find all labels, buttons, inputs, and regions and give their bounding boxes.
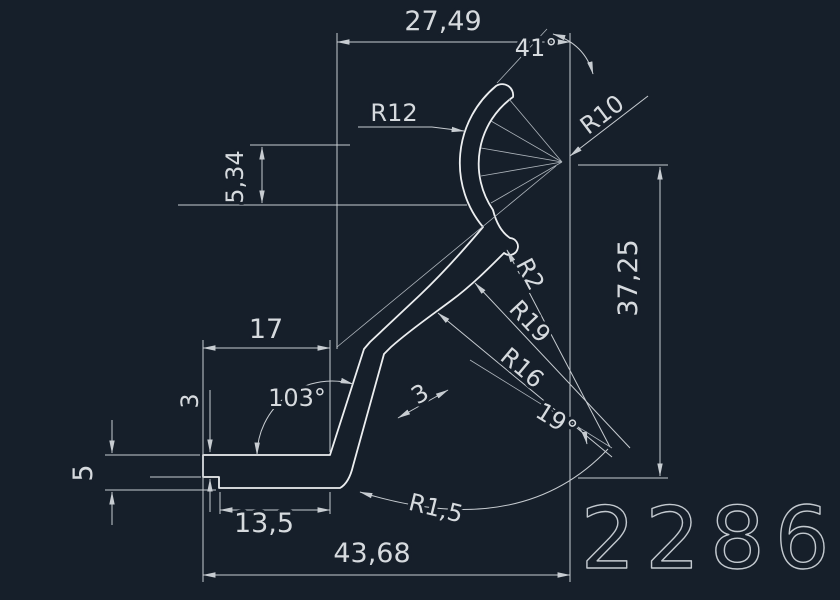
- radius-spoke: [490, 161, 563, 204]
- dim-label-5: 5: [68, 464, 99, 481]
- radius-spoke: [490, 120, 563, 163]
- dim-label-width-top: 27,49: [404, 6, 481, 37]
- dim-label-13-5: 13,5: [234, 508, 294, 539]
- profile-outline: [202, 83, 519, 489]
- part-number: 2286: [581, 489, 840, 589]
- dimension-lines: [109, 33, 663, 578]
- leader-r2: [506, 249, 611, 448]
- dim-label-angle-103: 103°: [268, 384, 326, 412]
- dim-label-angle-top: 41°: [515, 34, 558, 62]
- leader-r19: [474, 282, 631, 449]
- leader-lines: [358, 95, 649, 510]
- dim-label-17: 17: [249, 314, 283, 345]
- construction-line: [336, 165, 557, 348]
- leader-r16: [437, 312, 613, 458]
- dim-label-r2: R2: [510, 254, 550, 295]
- leader-r10: [569, 95, 649, 157]
- dim-label-r19: R19: [504, 295, 557, 349]
- dim-label-r12: R12: [370, 99, 417, 127]
- dim-arc-103: [254, 377, 354, 456]
- dim-label-r16: R16: [495, 342, 549, 394]
- dim-label-r1-5: R1,5: [406, 488, 466, 528]
- dim-label-43-68: 43,68: [333, 538, 410, 569]
- dim-label-5-34: 5,34: [221, 150, 249, 203]
- tip-extension-line: [496, 28, 548, 84]
- radius-spoke: [480, 161, 563, 177]
- construction-lines: [336, 28, 563, 348]
- leader-r1-5: [359, 448, 609, 510]
- dim-line-3-web: [397, 389, 449, 419]
- dimension-labels: 27,49 41° R12 R10 5,34 37,25 R2 R19 R16 …: [65, 3, 647, 572]
- radius-spoke: [480, 147, 563, 163]
- dim-label-37-25: 37,25: [613, 239, 644, 316]
- dim-arc-41: [552, 33, 594, 75]
- radius-spoke: [508, 98, 563, 163]
- leader-19-ray: [469, 359, 613, 449]
- dim-label-3-web: 3: [406, 378, 433, 410]
- dim-label-3-left: 3: [176, 393, 204, 408]
- leader-r12: [431, 126, 465, 133]
- dim-label-r10: R10: [575, 89, 630, 140]
- dim-label-angle-19: 19°: [531, 397, 582, 443]
